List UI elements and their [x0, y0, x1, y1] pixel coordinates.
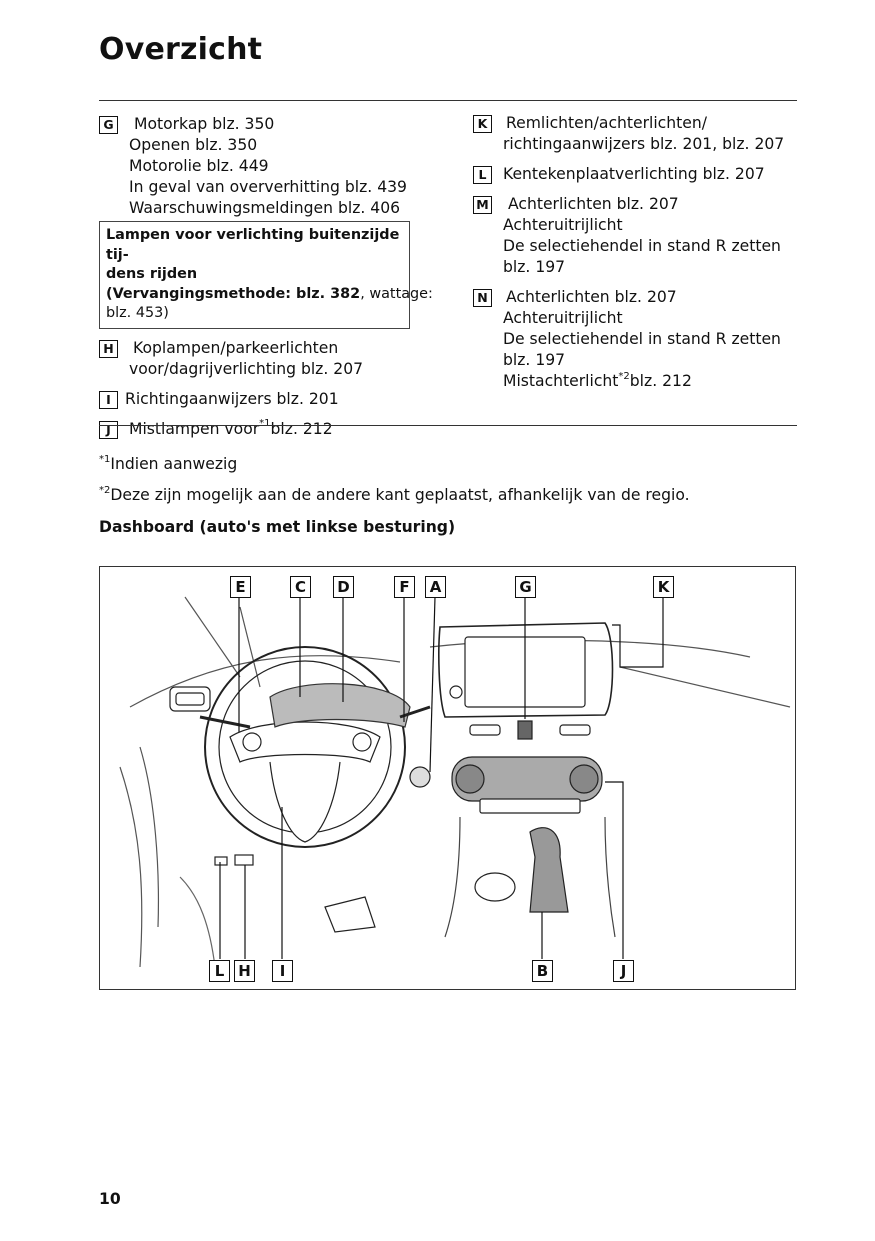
entry-g-line: Motorolie blz. 449	[129, 157, 269, 175]
bottom-divider	[99, 425, 797, 426]
entry-g-line: Waarschuwingsmeldingen blz. 406	[129, 199, 401, 217]
entry-j-text: Mistlampen voor	[129, 419, 260, 438]
entry-l: L Kentekenplaatverlichting blz. 207	[473, 164, 798, 185]
dashboard-illustration: E C D F A G K L H I B J	[99, 566, 796, 990]
page-number: 10	[99, 1190, 121, 1208]
entry-g-line: Openen blz. 350	[129, 136, 258, 154]
key-badge-l: L	[473, 166, 492, 184]
entry-n: N Achterlichten blz. 207 Achteruitrijlic…	[473, 287, 798, 392]
entry-k: K Remlichten/achterlichten/ richtingaanw…	[473, 113, 798, 155]
entry-m-line: blz. 197	[503, 258, 566, 276]
key-badge-i: I	[99, 390, 118, 409]
entry-m-line: De selectiehendel in stand R zetten	[503, 237, 781, 255]
callout-e: E	[230, 576, 251, 598]
key-badge-n: N	[473, 289, 492, 307]
entry-h-line: voor/dagrijverlichting blz. 207	[129, 359, 364, 378]
entry-n-page: blz. 212	[629, 372, 692, 390]
key-badge-h: H	[99, 339, 118, 358]
key-badge-g: G	[99, 116, 118, 134]
entry-g: G Motorkap blz. 350 Openen blz. 350 Moto…	[99, 114, 429, 219]
footnote-mark: *2	[99, 484, 111, 496]
callout-h: H	[234, 960, 255, 982]
note-line: blz. 453)	[106, 305, 169, 321]
note-bold-line: Lampen voor verlichting buitenzijde tij-	[106, 227, 400, 263]
key-badge-k: K	[473, 115, 492, 133]
callout-c: C	[290, 576, 311, 598]
section-heading: Dashboard (auto's met linkse besturing)	[99, 518, 456, 536]
entry-n-line: Achteruitrijlicht	[503, 309, 623, 327]
callout-k: K	[653, 576, 674, 598]
footnote-ref: *1	[259, 418, 271, 430]
entry-h: H Koplampen/parkeerlichten voor/dagrijve…	[99, 338, 429, 380]
note-bold-line: (Vervangingsmethode: blz. 382	[106, 285, 361, 302]
callout-d: D	[333, 576, 354, 598]
entry-n-text: Mistachterlicht	[503, 372, 619, 390]
note-bold-line: dens rijden	[106, 266, 198, 282]
entry-n-line: Mistachterlicht*2blz. 212	[503, 371, 798, 392]
callout-f: F	[394, 576, 415, 598]
top-divider	[99, 100, 797, 101]
entry-m: M Achterlichten blz. 207 Achteruitrijlic…	[473, 194, 798, 278]
entry-n-line: blz. 197	[503, 351, 566, 369]
key-badge-j: J	[99, 420, 118, 439]
callout-g: G	[515, 576, 536, 598]
entry-k-line: richtingaanwijzers blz. 201, blz. 207	[503, 135, 785, 153]
key-badge-m: M	[473, 196, 492, 214]
callout-b: B	[532, 960, 553, 982]
footnote-text: Indien aanwezig	[110, 455, 238, 473]
entry-l-line: Kentekenplaatverlichting blz. 207	[503, 165, 765, 183]
lamp-note-box: Lampen voor verlichting buitenzijde tij-…	[99, 221, 433, 329]
footnote-mark: *1	[99, 453, 111, 465]
entry-g-line: In geval van oververhitting blz. 439	[129, 178, 407, 196]
left-column: G Motorkap blz. 350 Openen blz. 350 Moto…	[99, 114, 433, 449]
note-normal-text: , wattage:	[360, 285, 433, 302]
footnote-ref: *2	[618, 370, 630, 382]
footnote-2: *2Deze zijn mogelijk aan de andere kant …	[99, 484, 690, 504]
entry-j-page: blz. 212	[270, 419, 333, 438]
entry-j: J Mistlampen voor*1blz. 212	[99, 419, 429, 440]
entry-j-line: Mistlampen voor*1blz. 212	[129, 419, 429, 440]
footnote-1: *1Indien aanwezig	[99, 453, 238, 473]
callout-a: A	[425, 576, 446, 598]
entry-i: I Richtingaanwijzers blz. 201	[99, 389, 429, 410]
callout-i: I	[272, 960, 293, 982]
page-title: Overzicht	[99, 32, 263, 67]
entry-g-line: Motorkap blz. 350	[134, 115, 275, 133]
entry-n-line: De selectiehendel in stand R zetten	[503, 330, 781, 348]
entry-h-line: Koplampen/parkeerlichten	[133, 338, 339, 357]
right-column: K Remlichten/achterlichten/ richtingaanw…	[473, 113, 798, 401]
footnote-text: Deze zijn mogelijk aan de andere kant ge…	[110, 486, 690, 504]
callout-l: L	[209, 960, 230, 982]
entry-m-line: Achterlichten blz. 207	[508, 195, 679, 213]
callout-j: J	[613, 960, 634, 982]
entry-m-line: Achteruitrijlicht	[503, 216, 623, 234]
entry-n-line: Achterlichten blz. 207	[506, 288, 677, 306]
entry-k-line: Remlichten/achterlichten/	[506, 114, 707, 132]
dashboard-drawing	[119, 596, 791, 968]
entry-i-line: Richtingaanwijzers blz. 201	[125, 389, 339, 408]
